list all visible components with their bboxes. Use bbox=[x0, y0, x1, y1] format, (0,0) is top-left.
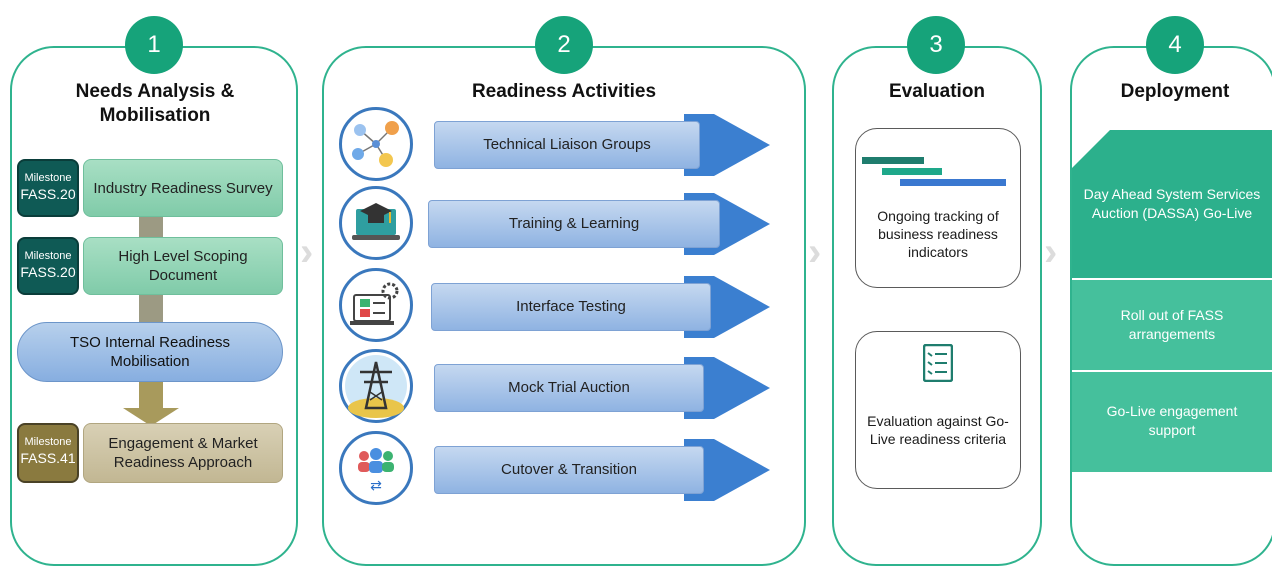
activity-arrow: Technical Liaison Groups bbox=[434, 114, 770, 176]
deployment-item-rollout: Roll out of FASS arrangements bbox=[1072, 280, 1272, 370]
evaluation-box-criteria: Evaluation against Go-Live readiness cri… bbox=[855, 331, 1021, 489]
milestone-label: Milestone bbox=[24, 436, 72, 448]
activity-arrow: Interface Testing bbox=[431, 276, 770, 338]
milestone-code: FASS.20 bbox=[20, 186, 76, 202]
phase-1-number: 1 bbox=[125, 16, 183, 74]
milestone-badge: Milestone FASS.41 bbox=[17, 423, 79, 483]
activity-arrow: Training & Learning bbox=[428, 193, 770, 255]
deployment-text: Roll out of FASS arrangements bbox=[1120, 307, 1224, 342]
connector-shaft bbox=[139, 294, 163, 324]
chevron-right-icon: › bbox=[808, 230, 822, 274]
phase-1-title: Needs Analysis & Mobilisation bbox=[30, 80, 280, 128]
svg-text:⇄: ⇄ bbox=[370, 478, 382, 494]
arrow-head bbox=[714, 114, 770, 176]
activity-label: Technical Liaison Groups bbox=[434, 121, 700, 169]
activity-label: Interface Testing bbox=[431, 283, 711, 331]
phase-3-number: 3 bbox=[907, 16, 965, 74]
arrow-head bbox=[714, 276, 770, 338]
step-high-level-scoping-document: High Level Scoping Document bbox=[83, 237, 283, 295]
arrow-head bbox=[714, 193, 770, 255]
activity-label: Training & Learning bbox=[428, 200, 720, 248]
activity-arrow: Mock Trial Auction bbox=[434, 357, 770, 419]
phase-3-title: Evaluation bbox=[888, 81, 986, 102]
deployment-text: Day Ahead System Services Auction (DASSA… bbox=[1083, 186, 1261, 221]
deployment-text: Go-Live engagement support bbox=[1106, 403, 1238, 438]
gantt-chart-icon bbox=[862, 157, 1006, 186]
phase-4-title: Deployment bbox=[1120, 81, 1230, 102]
deployment-item-dassa: Day Ahead System Services Auction (DASSA… bbox=[1072, 130, 1272, 278]
milestone-badge: Milestone FASS.20 bbox=[17, 237, 79, 295]
phase-2-title: Readiness Activities bbox=[471, 81, 657, 102]
milestone-label: Milestone bbox=[24, 172, 72, 184]
evaluation-text: Ongoing tracking of business readiness i… bbox=[877, 208, 999, 260]
team-transition-icon: ⇄ bbox=[339, 431, 413, 505]
step-tso-internal-readiness: TSO Internal Readiness Mobilisation bbox=[17, 322, 283, 382]
evaluation-text: Evaluation against Go-Live readiness cri… bbox=[867, 413, 1009, 447]
milestone-code: FASS.20 bbox=[20, 264, 76, 280]
step-industry-readiness-survey: Industry Readiness Survey bbox=[83, 159, 283, 217]
milestone-badge: Milestone FASS.20 bbox=[17, 159, 79, 217]
milestone-label: Milestone bbox=[24, 250, 72, 262]
network-people-icon bbox=[339, 107, 413, 181]
graduation-laptop-icon bbox=[339, 186, 413, 260]
activity-arrow: Cutover & Transition bbox=[434, 439, 770, 501]
connector-shaft bbox=[139, 380, 163, 412]
checklist-icon bbox=[923, 344, 953, 382]
phase-4-number: 4 bbox=[1146, 16, 1204, 74]
evaluation-box-tracking: Ongoing tracking of business readiness i… bbox=[855, 128, 1021, 288]
phase-2-number: 2 bbox=[535, 16, 593, 74]
connector-arrow-head bbox=[123, 408, 179, 426]
phase-1-title-line2: Mobilisation bbox=[99, 105, 211, 126]
arrow-head bbox=[714, 357, 770, 419]
deployment-item-support: Go-Live engagement support bbox=[1072, 372, 1272, 472]
phase-1-title-line1: Needs Analysis & bbox=[75, 81, 235, 102]
transmission-tower-icon bbox=[339, 349, 413, 423]
milestone-code: FASS.41 bbox=[20, 450, 76, 466]
activity-label: Mock Trial Auction bbox=[434, 364, 704, 412]
step-engagement-market-readiness: Engagement & Market Readiness Approach bbox=[83, 423, 283, 483]
chevron-right-icon: › bbox=[300, 230, 314, 274]
arrow-head bbox=[714, 439, 770, 501]
chevron-right-icon: › bbox=[1044, 230, 1058, 274]
activity-label: Cutover & Transition bbox=[434, 446, 704, 494]
testing-gear-icon bbox=[339, 268, 413, 342]
